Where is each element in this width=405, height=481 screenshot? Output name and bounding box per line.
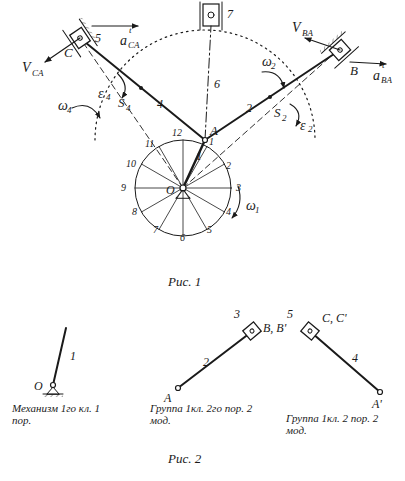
part-label: 2 [203, 356, 209, 369]
part-label: 3 [236, 182, 241, 193]
division-line [159, 146, 183, 188]
part-label: V [292, 20, 301, 35]
part-label: 5 [95, 32, 101, 45]
part-label: BA [302, 29, 313, 39]
part-label: 2 [226, 160, 231, 171]
part-label: 4 [157, 98, 163, 111]
part-label: 6 [214, 78, 220, 91]
division-line [183, 188, 184, 236]
part-label: 2 [271, 62, 276, 72]
part-label: ε [98, 86, 104, 101]
part-label: 10 [126, 158, 136, 169]
group-caption: Механизм 1го кл. 1 пор. [12, 402, 108, 426]
part-label: 2 [246, 102, 252, 115]
division-line [141, 164, 183, 188]
part-label: t [382, 61, 385, 71]
part-label: ω [262, 54, 272, 69]
part-label: 4 [106, 93, 111, 103]
part-label: 7 [153, 224, 158, 235]
part-label: CA [128, 41, 140, 51]
part-label: 4 [352, 352, 358, 365]
division-line [183, 140, 184, 188]
part-label: 1 [196, 150, 202, 163]
part-label: S [118, 96, 125, 110]
part-label: 8 [132, 206, 137, 217]
part-label: A' [372, 398, 382, 411]
part-label: 9 [121, 182, 126, 193]
part-label: 6 [180, 232, 185, 243]
part-label: BA [381, 76, 392, 86]
part-label: 1 [209, 136, 214, 147]
part-label: 2 [308, 125, 313, 135]
part-label: 1 [70, 350, 76, 363]
part-label: ε [300, 118, 306, 133]
part-label: 5 [287, 308, 293, 321]
part-label: 7 [227, 8, 233, 21]
part-label: a [373, 68, 380, 83]
group-caption: Группа 1кл. 2го пор. 2 мод. [150, 402, 262, 426]
part-label: O [166, 184, 175, 197]
part-label: 12 [172, 127, 182, 138]
division-line [141, 188, 183, 212]
part-label: B, B' [263, 322, 286, 335]
division-line [183, 188, 231, 189]
part-label: O [34, 380, 43, 393]
part-label: 3 [234, 308, 240, 321]
part-label: 1 [255, 206, 260, 216]
part-label: 11 [145, 138, 154, 149]
part-label: ω [246, 198, 256, 213]
part-label: C, C' [322, 312, 347, 325]
part-label: 2 [282, 114, 287, 124]
part-label: C [64, 46, 73, 60]
part-label: Рис. 2 [168, 452, 201, 466]
part-label: B [350, 64, 358, 78]
part-label: 5 [207, 224, 212, 235]
division-line [183, 188, 225, 212]
part-label: 4 [226, 206, 231, 217]
part-label: t [129, 26, 132, 36]
division-line [135, 188, 183, 189]
part-label: ω [58, 98, 68, 113]
group-caption: Группа 1кл. 2 пор. 2 мод. [286, 412, 398, 436]
part-label: 4 [126, 104, 131, 114]
part-label: a [120, 33, 127, 48]
part-label: V [22, 60, 31, 75]
part-label: Рис. 1 [168, 275, 201, 289]
part-label: 4 [67, 106, 72, 116]
part-label: S [274, 106, 281, 120]
part-label: CA [32, 69, 44, 79]
